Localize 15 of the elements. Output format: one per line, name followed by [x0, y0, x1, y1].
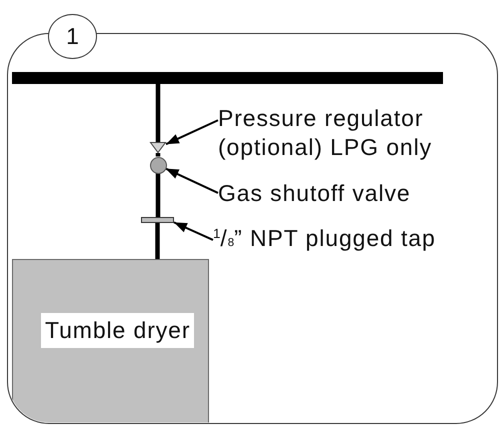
gas-pipe: [155, 223, 160, 259]
gas-supply-pipe: [12, 72, 443, 84]
leader-arrow: [174, 221, 214, 241]
callout-label: Gas shutoff valve: [218, 179, 411, 208]
step-number: 1: [48, 14, 97, 59]
callout-label: Pressure regulator (optional) LPG only: [218, 104, 450, 162]
gas-pipe: [156, 153, 160, 156]
gas-pipe: [156, 174, 160, 217]
tumble-dryer-box: [12, 259, 209, 422]
plugged-tap-symbol: [141, 217, 174, 223]
regulator-symbol: [150, 142, 166, 153]
leader-arrow: [165, 168, 218, 194]
gas-pipe: [156, 84, 160, 142]
appliance-label: Tumble dryer: [41, 313, 194, 348]
leader-arrow: [166, 119, 218, 146]
